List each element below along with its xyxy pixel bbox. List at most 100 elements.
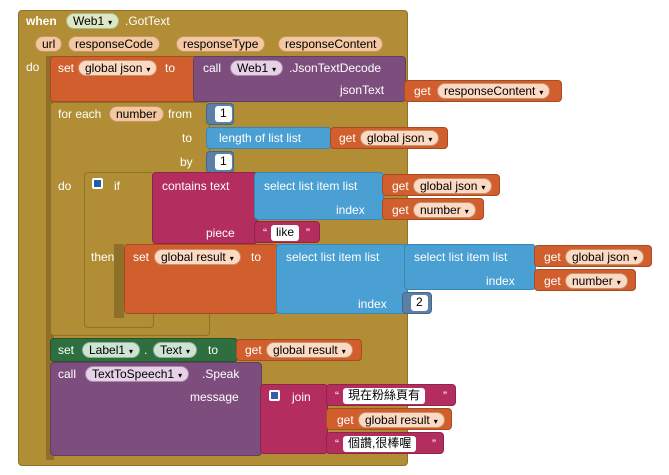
select-outer-block[interactable] xyxy=(276,244,408,314)
dropdown-arrow-icon: ▾ xyxy=(129,347,134,356)
jsondecode-component-dropdown[interactable]: Web1▾ xyxy=(230,60,284,76)
event-name: .GotText xyxy=(125,14,170,28)
index-label: index xyxy=(336,203,365,217)
foreach-to-label: to xyxy=(182,131,193,145)
dropdown-arrow-icon: ▾ xyxy=(341,347,346,356)
set-result-var-dropdown[interactable]: global result▾ xyxy=(154,249,241,265)
set-label: set xyxy=(58,343,75,357)
quote-open: “ xyxy=(335,437,339,451)
jsondecode-call-block[interactable] xyxy=(193,56,406,102)
to-label: to xyxy=(208,343,219,357)
quote-close: ” xyxy=(443,389,447,403)
outer-index-value[interactable]: 2 xyxy=(411,295,428,311)
get-label: get xyxy=(392,179,409,193)
dropdown-arrow-icon: ▾ xyxy=(428,135,433,144)
get-global-json-dropdown[interactable]: global json▾ xyxy=(413,178,493,194)
get-global-result-dropdown[interactable]: global result▾ xyxy=(266,342,353,358)
get-number-dropdown[interactable]: number▾ xyxy=(413,202,476,218)
message-label: message xyxy=(190,390,239,404)
jsondecode-method: .JsonTextDecode xyxy=(289,61,382,75)
get-global-json-name: global json xyxy=(572,250,630,264)
foreach-var-number[interactable]: number xyxy=(109,106,164,122)
select-inner-block[interactable] xyxy=(404,244,536,290)
get-global-result-dropdown[interactable]: global result▾ xyxy=(358,412,445,428)
get-global-result-name: global result xyxy=(273,343,338,357)
if-label: if xyxy=(114,179,120,193)
length-of-list-label: length of list list xyxy=(219,131,302,145)
dropdown-arrow-icon: ▾ xyxy=(108,18,113,27)
get-responsecontent-dropdown[interactable]: responseContent▾ xyxy=(437,83,551,99)
set-label: set xyxy=(133,250,150,264)
piece-label: piece xyxy=(206,226,235,240)
get-label: get xyxy=(544,274,561,288)
join-label: join xyxy=(292,390,311,404)
outer-index-label: index xyxy=(358,297,387,311)
label-property-dropdown[interactable]: Text▾ xyxy=(153,342,198,358)
jsontext-arg-label: jsonText xyxy=(340,83,385,97)
from-value[interactable]: 1 xyxy=(215,106,232,122)
dot-label: . xyxy=(144,343,148,357)
select-list-item-block[interactable] xyxy=(254,172,384,220)
get-responsecontent-name: responseContent xyxy=(444,84,536,98)
param-responsecode[interactable]: responseCode xyxy=(68,36,161,52)
quote-open: “ xyxy=(263,226,267,240)
dropdown-arrow-icon: ▾ xyxy=(433,417,438,426)
quote-open: “ xyxy=(335,389,339,403)
contains-text-block[interactable] xyxy=(152,172,258,244)
quote-close: ” xyxy=(432,437,436,451)
quote-close: ” xyxy=(306,226,310,240)
dropdown-arrow-icon: ▾ xyxy=(633,254,638,263)
param-responsecontent[interactable]: responseContent xyxy=(278,36,384,52)
by-label: by xyxy=(180,155,193,169)
select-outer-label: select list item list xyxy=(286,250,380,264)
from-label: from xyxy=(168,107,192,121)
foreach-label: for each xyxy=(58,107,102,121)
param-url[interactable]: url xyxy=(35,36,63,52)
dropdown-arrow-icon: ▾ xyxy=(229,254,234,263)
string-2-value[interactable]: 個讚,很棒喔 xyxy=(343,436,417,452)
dropdown-arrow-icon: ▾ xyxy=(481,183,486,192)
dropdown-arrow-icon: ▾ xyxy=(272,65,277,74)
mutator-gear-icon[interactable] xyxy=(269,390,280,401)
get-global-result-name: global result xyxy=(365,413,430,427)
speak-method: .Speak xyxy=(202,367,240,381)
param-responsetype[interactable]: responseType xyxy=(176,36,266,52)
get-global-json-name: global json xyxy=(420,179,478,193)
get-number-dropdown[interactable]: number▾ xyxy=(565,273,628,289)
get-number-name: number xyxy=(420,203,461,217)
to-label: to xyxy=(165,61,176,75)
set-result-var-name: global result xyxy=(161,250,226,264)
get-label: get xyxy=(339,131,356,145)
dropdown-arrow-icon: ▾ xyxy=(464,207,469,216)
to-label: to xyxy=(251,250,262,264)
get-label: get xyxy=(337,413,354,427)
tts-component-name: TextToSpeech1 xyxy=(92,367,175,381)
dropdown-arrow-icon: ▾ xyxy=(178,371,183,380)
get-number-name: number xyxy=(572,274,613,288)
string-1-value[interactable]: 現在粉絲頁有 xyxy=(343,388,426,404)
contains-label: contains text xyxy=(162,179,230,193)
get-label: get xyxy=(392,203,409,217)
inner-index-label: index xyxy=(486,274,515,288)
piece-value[interactable]: like xyxy=(271,225,300,241)
select-label: select list item list xyxy=(264,179,358,193)
by-value[interactable]: 1 xyxy=(215,154,232,170)
select-inner-label: select list item list xyxy=(414,250,508,264)
jsondecode-component-name: Web1 xyxy=(237,61,269,75)
get-label: get xyxy=(245,343,262,357)
event-component-dropdown[interactable]: Web1▾ xyxy=(66,13,120,29)
tts-component-dropdown[interactable]: TextToSpeech1▾ xyxy=(85,366,190,382)
get-global-json-dropdown[interactable]: global json▾ xyxy=(360,130,440,146)
mutator-gear-icon[interactable] xyxy=(92,178,103,189)
set-json-var-name: global json xyxy=(85,61,143,75)
label-component-dropdown[interactable]: Label1▾ xyxy=(82,342,141,358)
set-label-text-block[interactable] xyxy=(50,338,238,362)
event-component-name: Web1 xyxy=(73,14,105,28)
label-component-name: Label1 xyxy=(89,343,126,357)
dropdown-arrow-icon: ▾ xyxy=(539,88,544,97)
then-spine xyxy=(114,244,124,318)
dropdown-arrow-icon: ▾ xyxy=(186,347,191,356)
set-json-var-dropdown[interactable]: global json▾ xyxy=(78,60,158,76)
get-global-json-dropdown[interactable]: global json▾ xyxy=(565,249,645,265)
set-label: set xyxy=(58,61,75,75)
